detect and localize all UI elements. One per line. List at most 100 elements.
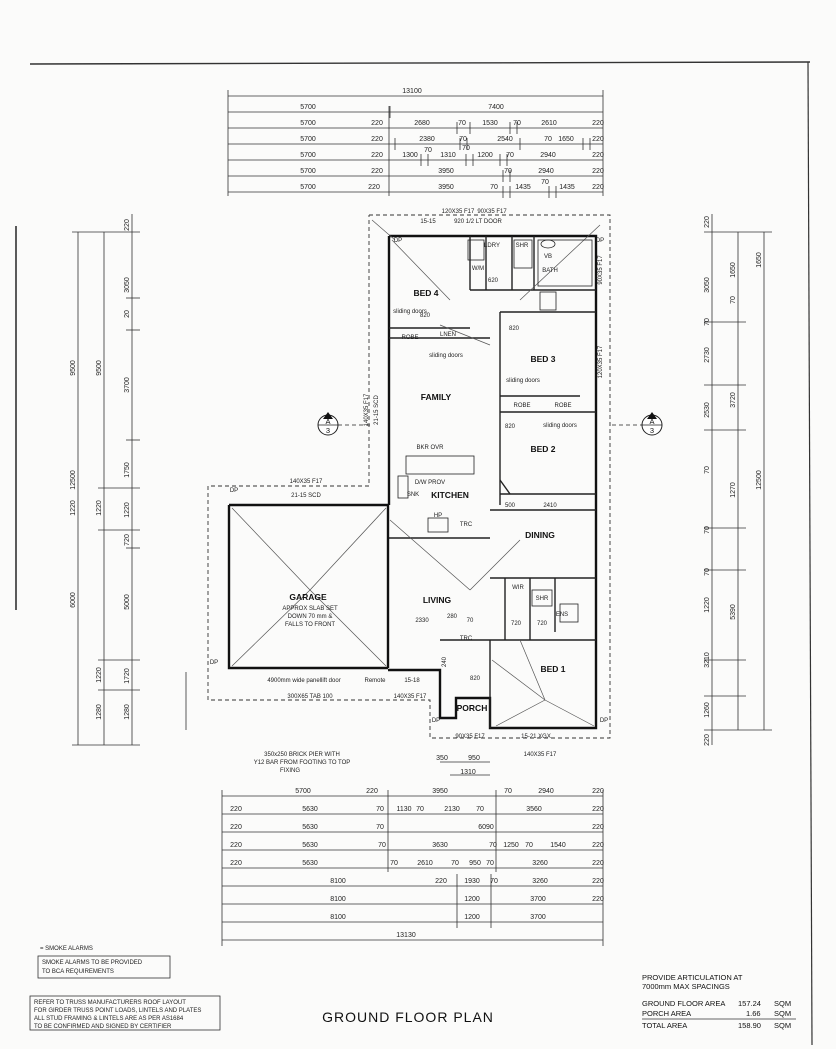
dim-bot-2c: 70 (376, 824, 384, 831)
pier-note-1: 350x250 BRICK PIER WITH (264, 752, 340, 758)
dim-right-a3: 2730 (704, 347, 711, 363)
left-dim-text: 12500 9500 6000 1220 9500 1220 1220 1280… (70, 219, 131, 720)
dim-top-3d: 70 (459, 136, 467, 143)
lintel-left: 140X35 F17 (364, 393, 370, 426)
dim-left-c10: 1280 (124, 704, 131, 720)
dim-bot-0f: 220 (592, 788, 604, 795)
ensuite-shower (531, 589, 553, 607)
room-ldry: LDRY (484, 243, 500, 249)
dim-bot-5a: 8100 (330, 878, 346, 885)
dim-bot-4c: 70 (390, 860, 398, 867)
dim-top-2d: 70 (458, 120, 466, 127)
dim-living-2330: 2330 (415, 618, 429, 624)
dim-bot-3h: 1540 (550, 842, 566, 849)
dim-bot-4a: 220 (230, 860, 242, 867)
room-ens: ENS (556, 612, 568, 618)
room-bed2: BED 2 (530, 444, 555, 454)
dim-top-2f: 70 (513, 120, 521, 127)
dim-bot-3a: 220 (230, 842, 242, 849)
dim-wir-720: 720 (511, 621, 522, 627)
dim-porch-350: 350 (436, 755, 448, 762)
bath-fixture-1 (467, 239, 485, 261)
dim-left-c2: 20 (124, 310, 131, 318)
room-bath: BATH (542, 268, 558, 274)
dim-door-bed4: 820 (420, 313, 431, 319)
room-wm: W/M (472, 266, 484, 272)
room-shr2: SHR (536, 596, 549, 602)
label-sliding-doors-bed2: sliding doors (543, 423, 577, 429)
area-porch-value: 1.66 (746, 1009, 761, 1018)
grade-note: 15-15 (420, 219, 436, 225)
downpipe-garage-front: DP (210, 660, 218, 666)
dim-left-c4: 1750 (124, 462, 131, 478)
exterior-walls (227, 234, 598, 730)
dim-bot-0a: 5700 (295, 788, 311, 795)
dim-bot-0d: 70 (504, 788, 512, 795)
dim-top-6e: 1435 (515, 184, 531, 191)
dim-left-overall: 12500 (70, 470, 77, 490)
legend-line-6: ALL STUD FRAMING & LINTELS ARE AS PER AS… (34, 1016, 184, 1022)
dim-bot-1b: 5630 (302, 806, 318, 813)
dim-porch-1310: 1310 (460, 769, 476, 776)
legend-smoke-alarms: = SMOKE ALARMS (40, 946, 93, 952)
dim-left-c5: 1220 (124, 502, 131, 518)
area-total-unit: SQM (774, 1021, 791, 1030)
room-garage: GARAGE (289, 592, 327, 602)
garage-door-note: 4900mm wide panellift door (267, 678, 340, 684)
dim-top-4g: 1200 (477, 152, 493, 159)
area-ground-value: 157.24 (738, 999, 761, 1008)
garage-note-2: DOWN 70 mm & (288, 614, 333, 620)
legend-line-2: SMOKE ALARMS TO BE PROVIDED (42, 960, 143, 966)
downpipe-top-right: DP (596, 238, 604, 244)
right-dimension-chains (704, 214, 772, 745)
dim-top-6f: 70 (541, 179, 549, 186)
room-wir: WIR (512, 585, 524, 591)
dim-top-4d: 70 (424, 147, 432, 154)
dim-top-4b: 220 (371, 152, 383, 159)
dim-top-6g: 1435 (559, 184, 575, 191)
dim-bot-1a: 220 (230, 806, 242, 813)
dim-top-3g: 1650 (558, 136, 574, 143)
dim-right-overall: 12500 (756, 470, 763, 490)
room-porch: PORCH (457, 703, 488, 713)
dim-right-a2: 70 (704, 318, 711, 326)
pier-note-2: Y12 BAR FROM FOOTING TO TOP (254, 760, 351, 766)
dim-top-6c: 3950 (438, 184, 454, 191)
lintel-door-note: 300X65 TAB 100 (287, 694, 333, 700)
dim-left-b0: 9500 (96, 360, 103, 376)
dim-top-4e: 1310 (440, 152, 456, 159)
lintel-bottom3: 15-21 XGX (521, 734, 551, 740)
dim-bot-4d: 2610 (417, 860, 433, 867)
dim-bot-3e: 70 (489, 842, 497, 849)
dim-right-a0: 220 (704, 216, 711, 228)
dim-right-a9: 1220 (704, 597, 711, 613)
left-dimension-chains (72, 214, 187, 746)
dim-right-b4: 3720 (730, 392, 737, 408)
dim-bot-4h: 3260 (532, 860, 548, 867)
lintel-door3-note: 15-18 (404, 678, 420, 684)
dim-bot-3f: 1250 (503, 842, 519, 849)
dim-top-4h: 70 (506, 152, 514, 159)
dim-top-1b: 7400 (488, 104, 504, 111)
dim-right-b2: 1650 (756, 252, 763, 268)
roof-outline (207, 214, 611, 739)
dim-top-2b: 220 (371, 120, 383, 127)
dim-left-c6: 720 (124, 534, 131, 546)
dim-left-b3: 1280 (96, 704, 103, 720)
dim-shr-720: 720 (537, 621, 548, 627)
articulation-note-2: 7000mm MAX SPACINGS (642, 982, 730, 991)
room-robe-bed3a: ROBE (513, 403, 530, 409)
dim-top-4f: 70 (462, 145, 470, 152)
dim-top-5b: 220 (371, 168, 383, 175)
downpipe-garage: DP (230, 488, 238, 494)
top-dimension-chains (228, 95, 603, 193)
legend-line-4: REFER TO TRUSS MANUFACTURERS ROOF LAYOUT (34, 1000, 186, 1006)
drawing-title: GROUND FLOOR PLAN (322, 1009, 494, 1025)
dim-bot-0b: 220 (366, 788, 378, 795)
dim-right-a4: 70 (704, 466, 711, 474)
dim-right-a5: 2530 (704, 402, 711, 418)
bottom-dimension-chains (221, 790, 604, 946)
dim-bot-1d: 1130 (396, 806, 411, 813)
label-snk: SNK (407, 492, 419, 498)
dim-right-b7: 5390 (730, 604, 737, 620)
